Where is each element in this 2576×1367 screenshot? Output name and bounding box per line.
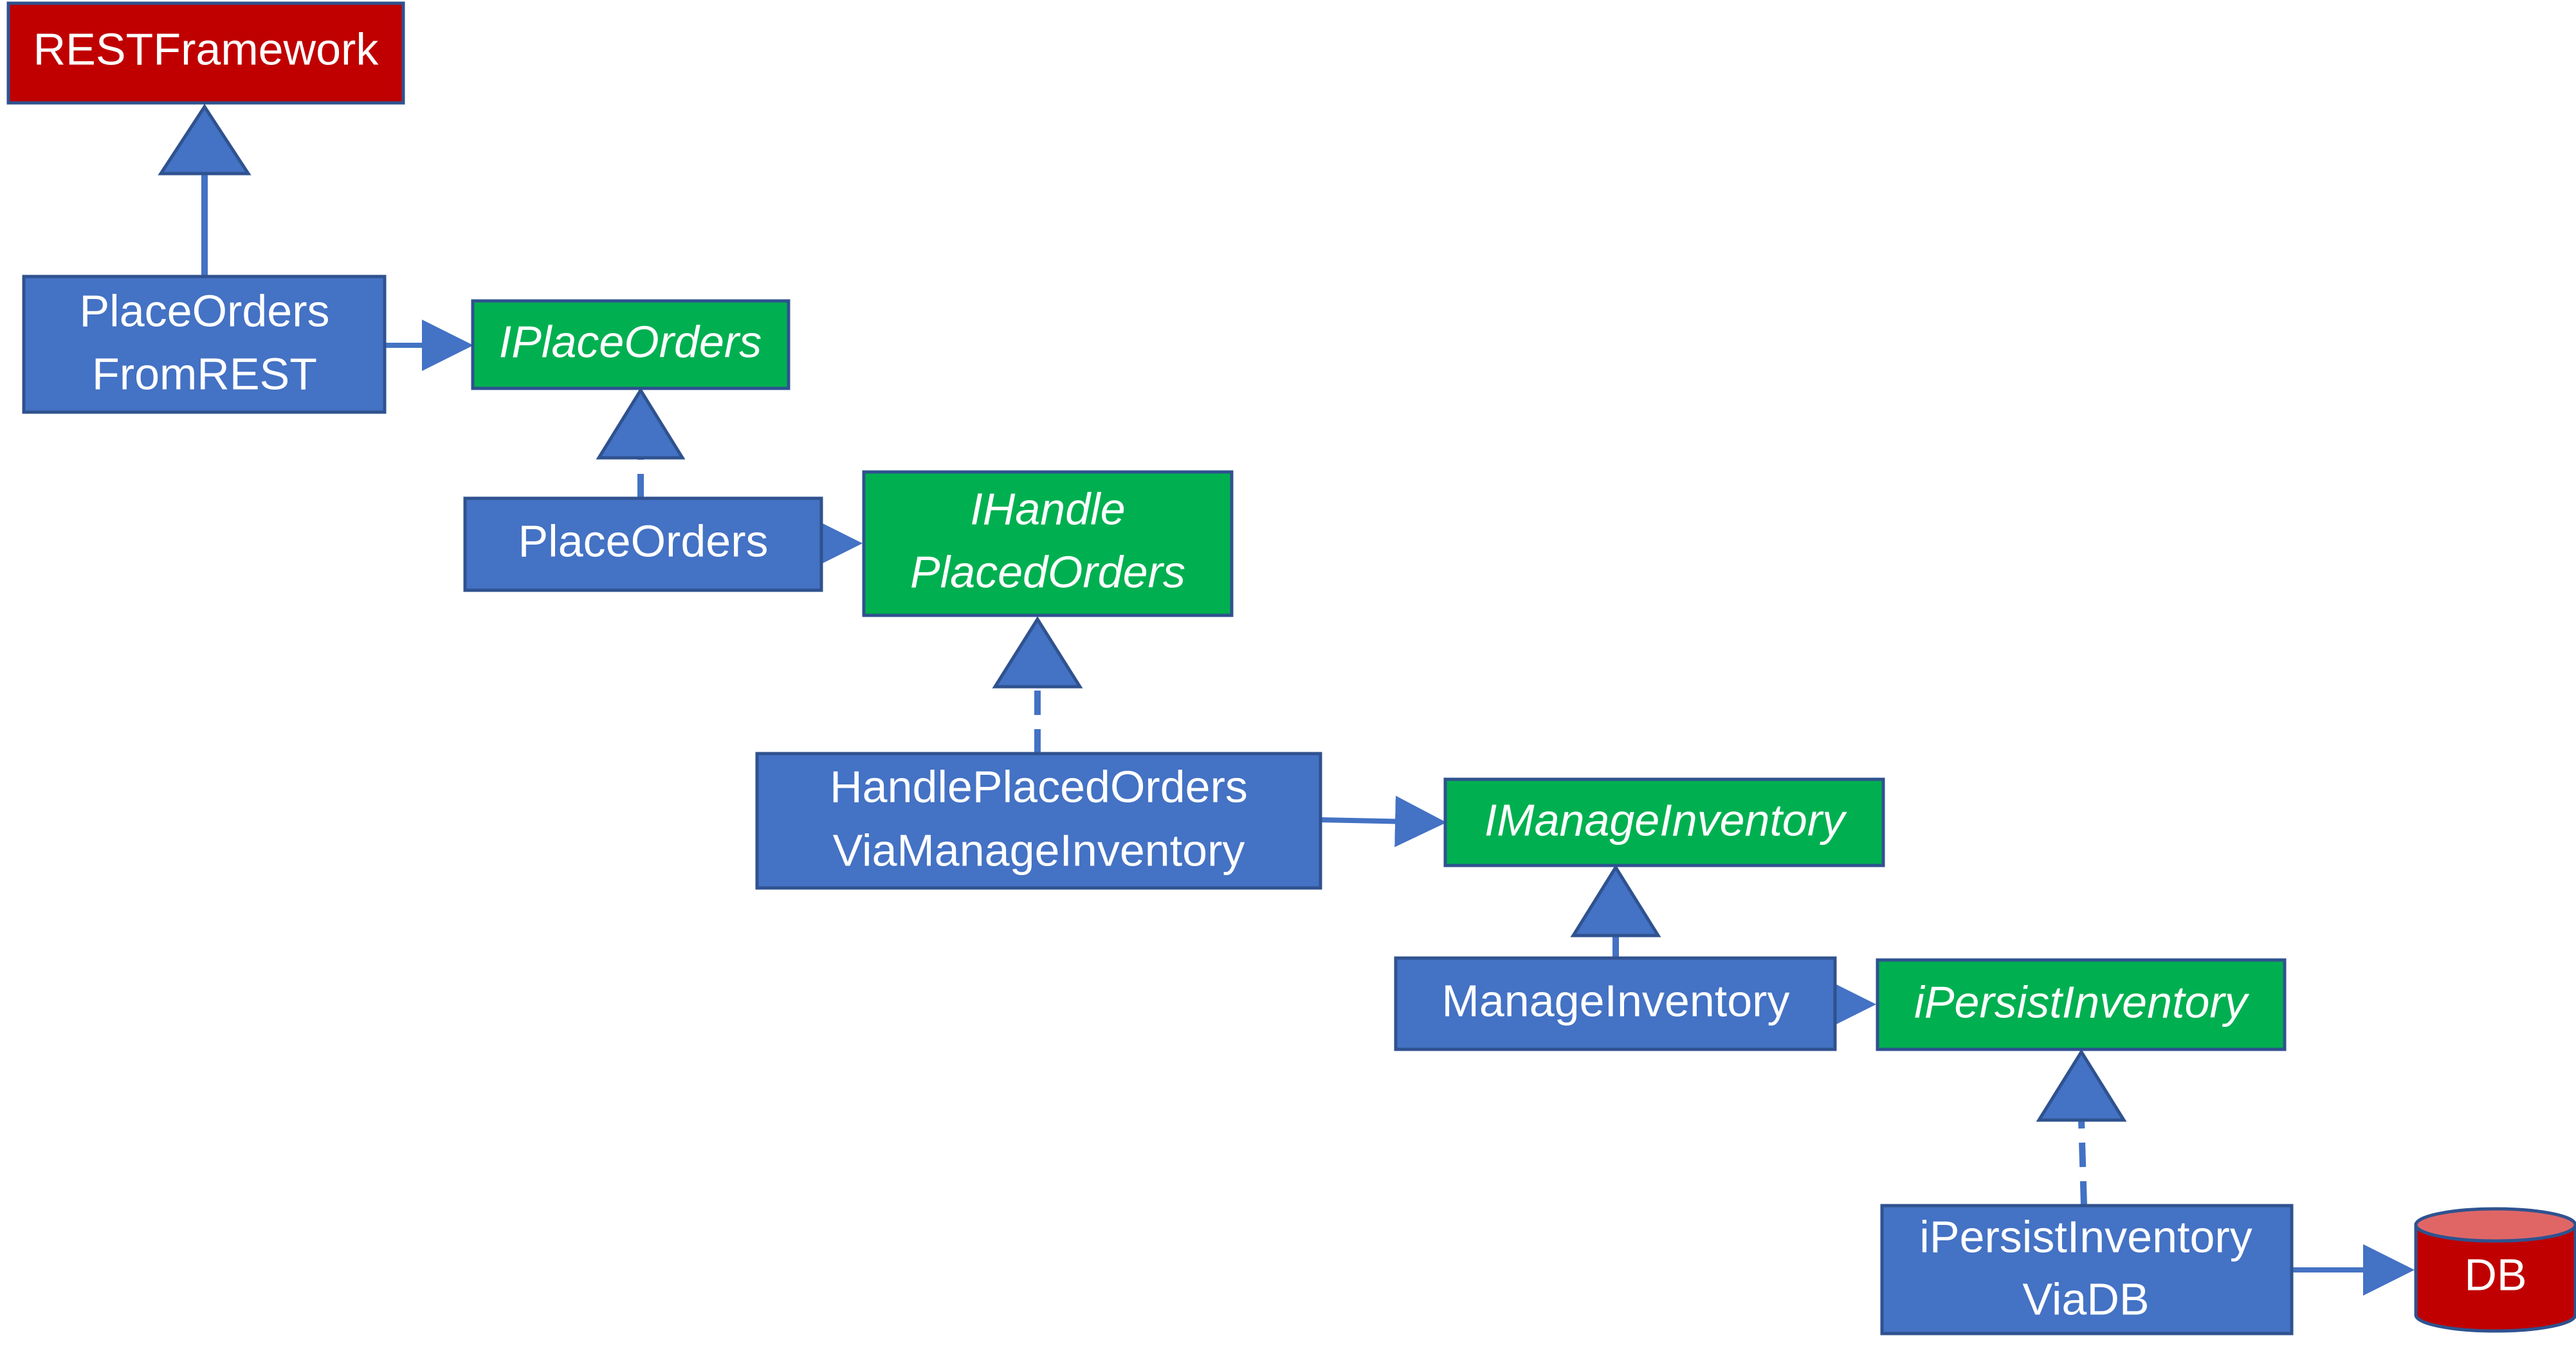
node-i-handle-placed-orders[interactable]: IHandle PlacedOrders — [862, 470, 1234, 617]
node-handle-placed-orders-via-manage-inventory[interactable]: HandlePlacedOrders ViaManageInventory — [755, 752, 1322, 890]
node-place-orders-label: PlaceOrders — [518, 516, 768, 566]
realization-line-ipersistinventory — [2078, 1119, 2087, 1206]
node-i-manage-inventory-label: IManageInventory — [1484, 795, 1847, 845]
node-i-place-orders-label: IPlaceOrders — [499, 316, 762, 367]
node-manage-inventory-label: ManageInventory — [1442, 975, 1790, 1026]
node-i-persist-inventory-via-db-line1: iPersistInventory — [1919, 1211, 2252, 1262]
database-cylinder-icon — [2414, 1207, 2576, 1333]
node-i-handle-placed-orders-line1: IHandle — [970, 484, 1125, 534]
node-i-manage-inventory[interactable]: IManageInventory — [1443, 777, 1885, 867]
node-place-orders-from-rest-line1: PlaceOrders — [79, 285, 329, 336]
node-place-orders[interactable]: PlaceOrders — [463, 496, 823, 592]
node-manage-inventory[interactable]: ManageInventory — [1394, 956, 1837, 1051]
node-db-label: DB — [2464, 1249, 2526, 1299]
node-i-place-orders[interactable]: IPlaceOrders — [471, 299, 790, 390]
realization-triangle-ihandleplacedorders — [992, 616, 1083, 689]
node-i-persist-inventory-label: iPersistInventory — [1914, 977, 2249, 1027]
node-handle-placed-orders-line1: HandlePlacedOrders — [830, 761, 1248, 811]
node-i-persist-inventory-via-db-line2: ViaDB — [2022, 1274, 2149, 1324]
node-i-persist-inventory[interactable]: iPersistInventory — [1876, 958, 2287, 1051]
node-i-persist-inventory-via-db[interactable]: iPersistInventory ViaDB — [1880, 1204, 2294, 1335]
node-handle-placed-orders-line2: ViaManageInventory — [833, 825, 1245, 875]
realization-triangle-ipersistinventory — [2036, 1049, 2127, 1122]
node-place-orders-from-rest-line2: FromREST — [92, 349, 317, 399]
inheritance-triangle-rest — [158, 104, 251, 176]
realization-triangle-imanageinventory — [1570, 864, 1661, 937]
dependency-arrow-imanageinventory — [1320, 795, 1447, 847]
node-rest-framework-label: RESTFramework — [33, 24, 379, 74]
realization-triangle-iplaceorders — [596, 387, 686, 460]
node-i-handle-placed-orders-line2: PlacedOrders — [910, 547, 1185, 597]
node-db[interactable]: DB — [2414, 1207, 2576, 1333]
node-rest-framework[interactable]: RESTFramework — [6, 1, 405, 105]
node-place-orders-from-rest[interactable]: PlaceOrders FromREST — [22, 275, 387, 414]
